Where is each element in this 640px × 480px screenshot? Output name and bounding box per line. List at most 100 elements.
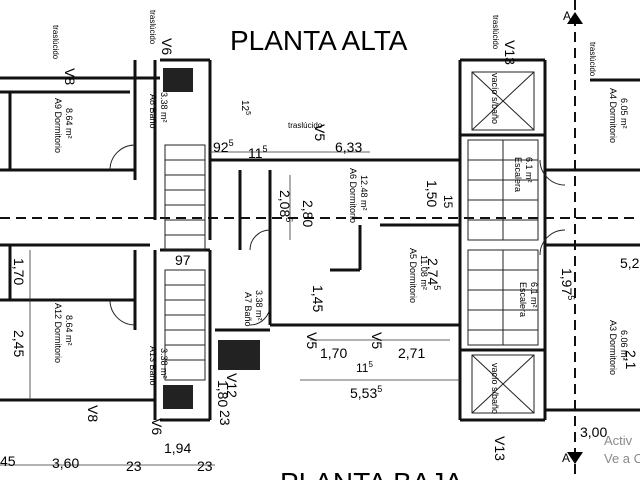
dim-170-mid: 1,70 — [320, 345, 347, 361]
room-label-a6: A6 Dormitorio 12.48 m² — [348, 168, 369, 223]
room-label-a7: A7 Baño 3.38 m² — [243, 290, 264, 327]
dim-553: 5,535 — [350, 384, 382, 401]
svg-text:A4 Dormitorio: A4 Dormitorio — [608, 88, 618, 143]
room-label-a13: A13 Baño 3.38 m² — [148, 346, 169, 386]
window-v5-2: V5 — [304, 332, 320, 349]
watermark-line1: Activ — [604, 433, 633, 448]
svg-text:V6: V6 — [159, 38, 175, 55]
dim-197: 1,975 — [559, 268, 576, 300]
svg-text:3.38 m²: 3.38 m² — [159, 92, 169, 123]
svg-text:V12: V12 — [224, 373, 240, 398]
svg-text:6.05 m²: 6.05 m² — [619, 98, 629, 129]
svg-text:A13 Baño: A13 Baño — [148, 346, 158, 386]
dim-208: 2,085 — [277, 190, 294, 222]
dim-274: 2,745 — [425, 258, 442, 290]
dim-271: 2,71 — [398, 345, 425, 361]
svg-text:12.48 m²: 12.48 m² — [359, 175, 369, 211]
svg-text:2,085: 2,085 — [277, 190, 294, 222]
window-v13-bottom: V13 — [492, 436, 508, 461]
vacio-label-bottom: vacío s/baño — [490, 363, 500, 414]
dim-11-bottom: 115 — [356, 360, 373, 375]
svg-text:15: 15 — [441, 195, 455, 209]
svg-text:traslúcido: traslúcido — [51, 25, 60, 60]
dim-92: 925 — [213, 138, 234, 155]
svg-text:A5 Dormitorio: A5 Dormitorio — [408, 248, 418, 303]
svg-text:A7 Baño: A7 Baño — [243, 292, 253, 327]
dimension-lines — [0, 151, 460, 466]
section-arrow-bottom — [567, 452, 583, 464]
svg-text:1,50: 1,50 — [424, 180, 440, 207]
dim-23-right: 23 — [217, 410, 233, 426]
svg-text:3.38 m²: 3.38 m² — [254, 290, 264, 321]
svg-text:23: 23 — [217, 410, 233, 426]
left-stair — [164, 144, 206, 381]
room-label-a9: A9 Dormitorio 8.64 m² — [53, 98, 74, 153]
svg-text:6.1 m²: 6.1 m² — [529, 282, 539, 308]
svg-text:V5: V5 — [369, 332, 385, 349]
dim-300: 3,00 — [580, 424, 607, 440]
svg-text:6.06 m²: 6.06 m² — [619, 330, 629, 361]
window-v6-top: V6 — [159, 38, 175, 55]
svg-text:1,45: 1,45 — [310, 285, 326, 312]
svg-text:V6: V6 — [149, 418, 165, 435]
svg-text:A12 Dormitorio: A12 Dormitorio — [53, 303, 63, 363]
title-planta-alta: PLANTA ALTA — [230, 25, 408, 56]
dim-280: 2,80 — [300, 200, 316, 227]
svg-text:1,70: 1,70 — [11, 258, 27, 285]
dim-21-right: 2,1 — [623, 350, 639, 370]
svg-text:8.64 m²: 8.64 m² — [64, 315, 74, 346]
vacio-label-top: vacío s/baño — [490, 73, 500, 124]
svg-text:2,745: 2,745 — [425, 258, 442, 290]
dim-145: 1,45 — [310, 285, 326, 312]
dim-97: 97 — [175, 252, 191, 268]
door-swings — [109, 144, 566, 326]
dim-15-mid: 15 — [441, 195, 455, 209]
svg-text:6.1 m²: 6.1 m² — [524, 157, 534, 183]
dim-12: 125 — [239, 100, 251, 115]
svg-text:A3 Dormitorio: A3 Dormitorio — [608, 320, 618, 375]
svg-text:2,1: 2,1 — [623, 350, 639, 370]
svg-text:traslúcido: traslúcido — [588, 42, 597, 77]
shower-bottom-hatch — [163, 385, 193, 409]
svg-text:traslúcido: traslúcido — [491, 15, 500, 50]
svg-text:V13: V13 — [502, 40, 518, 65]
dim-194: 1,94 — [164, 440, 191, 456]
traslucido-v6: traslúcido — [148, 10, 157, 45]
room-label-a8: A8 Baño 3.38 m² — [148, 92, 169, 129]
room-label-escalera-bottom: Escalera 6.1 m² — [518, 282, 539, 317]
room-label-a4: A4 Dormitorio 6.05 m² — [608, 88, 629, 143]
shower-middle-hatch — [218, 340, 260, 370]
room-label-a3: A3 Dormitorio 6.06 m² — [608, 320, 629, 375]
svg-text:2,45: 2,45 — [11, 330, 27, 357]
watermark-line2: Ve a C — [604, 451, 640, 466]
svg-text:2,80: 2,80 — [300, 200, 316, 227]
window-v13-top: V13 — [502, 40, 518, 65]
dim-170-left: 1,70 — [11, 258, 27, 285]
window-v8-bottom: V8 — [85, 405, 101, 422]
svg-text:8.64 m²: 8.64 m² — [64, 108, 74, 139]
svg-text:A8 Baño: A8 Baño — [148, 94, 158, 129]
svg-text:125: 125 — [239, 100, 251, 115]
room-label-a12: A12 Dormitorio 8.64 m² — [53, 303, 74, 363]
svg-text:vacío s/baño: vacío s/baño — [490, 363, 500, 414]
svg-text:A9 Dormitorio: A9 Dormitorio — [53, 98, 63, 153]
left-unit-walls — [0, 58, 212, 422]
svg-text:11.08 m²: 11.08 m² — [419, 255, 429, 290]
section-mark-a-bottom: A — [562, 451, 570, 465]
svg-text:3.38 m²: 3.38 m² — [159, 348, 169, 379]
svg-text:A6 Dormitorio: A6 Dormitorio — [348, 168, 358, 223]
dim-180: 1,80 — [215, 380, 231, 407]
window-v12: V12 — [224, 373, 240, 398]
window-v6-bottom: V6 — [149, 418, 165, 435]
dim-52: 5,2 — [620, 255, 640, 271]
svg-text:V5: V5 — [312, 124, 328, 141]
dim-360: 3,60 — [52, 455, 79, 471]
dim-245: 2,45 — [11, 330, 27, 357]
dim-11: 115 — [248, 144, 268, 161]
section-arrow-top — [567, 12, 583, 24]
shower-top-hatch — [163, 68, 193, 92]
dim-150: 1,50 — [424, 180, 440, 207]
svg-text:V5: V5 — [304, 332, 320, 349]
svg-text:V13: V13 — [492, 436, 508, 461]
